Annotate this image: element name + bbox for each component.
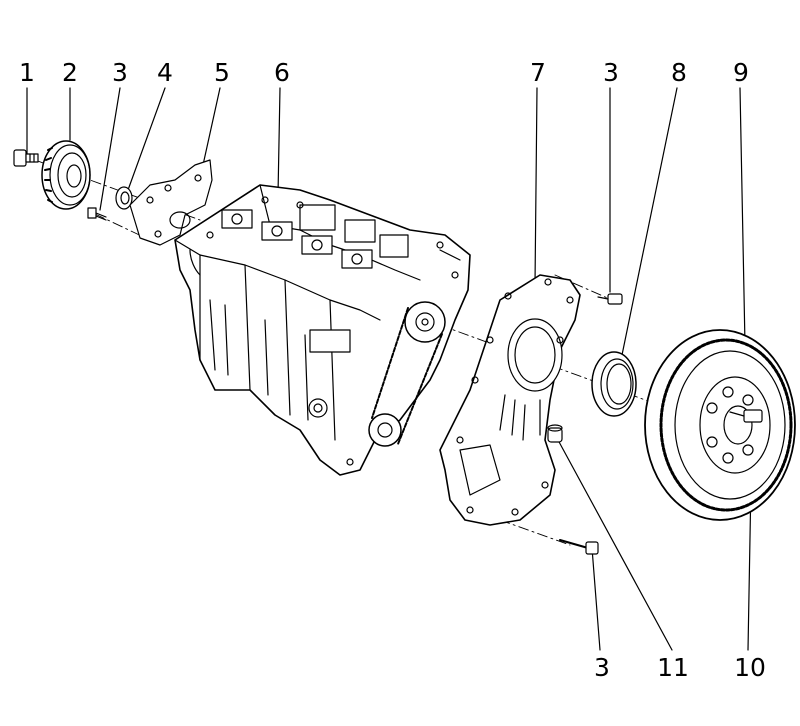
callout-11: 11 xyxy=(657,653,689,682)
callout-3-upper: 3 xyxy=(112,58,128,87)
callout-2: 2 xyxy=(62,58,78,87)
callout-1: 1 xyxy=(19,58,35,87)
crankshaft-pulley xyxy=(42,141,90,209)
small-bolt-plate xyxy=(598,294,622,304)
callout-4: 4 xyxy=(157,58,173,87)
flywheel-bolt xyxy=(730,410,762,422)
long-bolt-lower xyxy=(560,540,598,554)
rear-adapter-plate xyxy=(440,275,580,525)
callout-10: 10 xyxy=(734,653,766,682)
callout-5: 5 xyxy=(214,58,230,87)
callout-9: 9 xyxy=(733,58,749,87)
rear-crankshaft-seal xyxy=(592,352,636,416)
callout-3-plate: 3 xyxy=(603,58,619,87)
flywheel xyxy=(645,330,795,520)
callout-3-lower: 3 xyxy=(594,653,610,682)
callout-7: 7 xyxy=(530,58,546,87)
engine-block xyxy=(175,185,470,475)
front-oil-seal xyxy=(116,187,132,209)
pulley-bolt xyxy=(14,150,38,166)
dowel-plug xyxy=(548,425,562,442)
callout-6: 6 xyxy=(274,58,290,87)
front-cover xyxy=(130,160,212,245)
small-bolt-upper xyxy=(88,208,106,220)
callout-8: 8 xyxy=(671,58,687,87)
